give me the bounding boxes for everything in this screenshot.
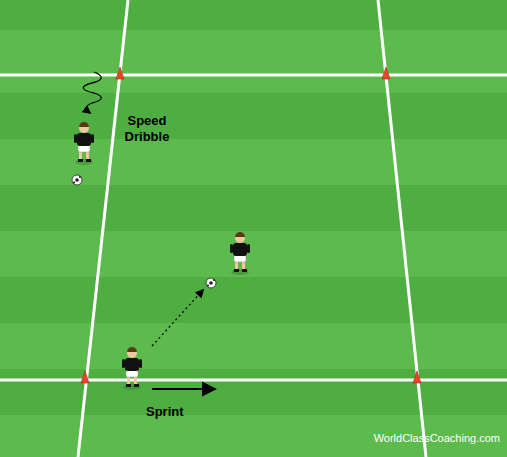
cones (81, 67, 421, 383)
sprinting-player (122, 347, 142, 390)
sprint-arrow (152, 388, 214, 390)
dribble-arrow (83, 72, 101, 113)
pass-arrow (152, 290, 203, 346)
speed-dribble-label: Speed Dribble (115, 113, 179, 146)
receiving-player (230, 232, 250, 275)
ball (72, 175, 82, 185)
sprint-label: Sprint (146, 404, 216, 420)
dribbling-player (74, 122, 94, 165)
ball (206, 278, 216, 288)
watermark: WorldClassCoaching.com (340, 432, 500, 446)
